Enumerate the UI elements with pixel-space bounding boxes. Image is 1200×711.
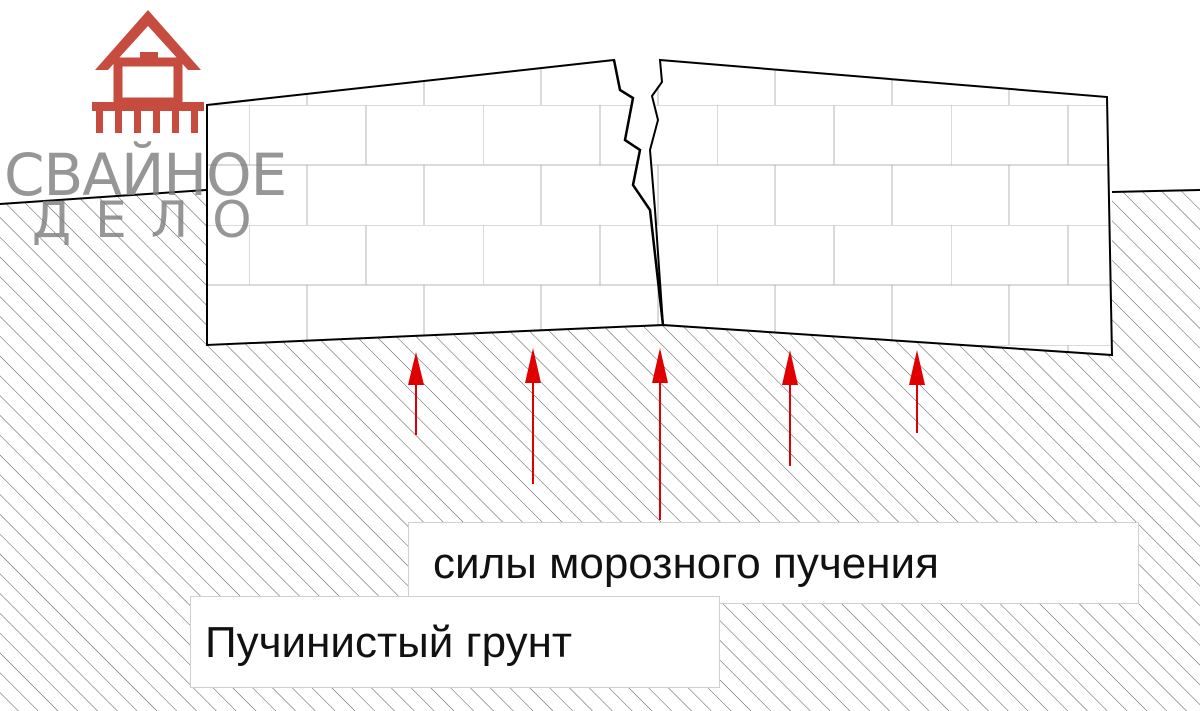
arrow-3 (652, 348, 668, 520)
wall-crack (612, 59, 665, 326)
logo-text-line1: СВАЙНОЕ (4, 141, 287, 209)
ground-surface-line (0, 189, 207, 205)
wall-right-half (648, 58, 1114, 357)
arrow-4 (782, 350, 798, 466)
heaving-soil-label: Пучинистый грунт (190, 596, 720, 688)
frost-heave-forces-label: силы морозного пучения (408, 522, 1139, 604)
wall-left-half (206, 58, 665, 347)
ground-surface-line-right (1111, 189, 1200, 193)
house-on-piles-icon (92, 10, 204, 133)
arrow-1 (408, 352, 424, 435)
frost-heave-arrows (408, 348, 925, 520)
arrow-2 (525, 348, 541, 484)
arrow-5 (909, 350, 925, 433)
logo-text-line2: ДЕЛО (32, 191, 276, 249)
